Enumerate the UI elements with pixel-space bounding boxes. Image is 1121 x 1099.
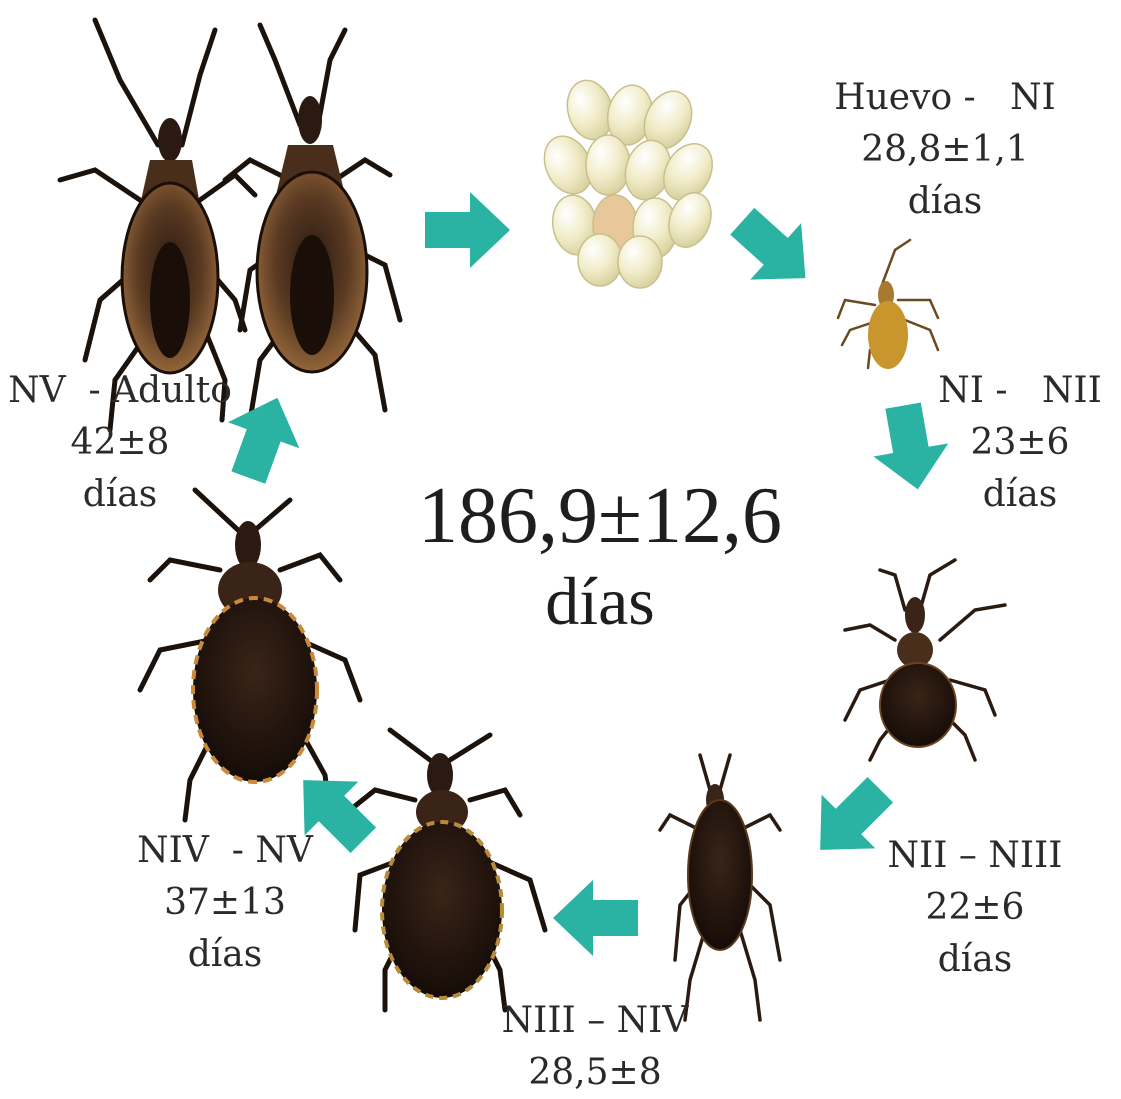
stage-transition: NI - NII xyxy=(925,365,1115,417)
stage-unit: días xyxy=(120,929,330,981)
stage-transition: NIV - NV xyxy=(120,825,330,877)
nymph-ni-image xyxy=(838,240,938,369)
stage-transition: Huevo - NI xyxy=(815,72,1075,124)
stage-label-niv-nv: NIV - NV 37±13 días xyxy=(120,825,330,982)
total-duration-value: 186,9±12,6 xyxy=(400,470,800,562)
total-duration-unit: días xyxy=(400,562,800,640)
stage-label-nii-niii: NII – NIII 22±6 días xyxy=(865,830,1085,987)
stage-duration: 37±13 xyxy=(120,877,330,929)
nymph-nii-image xyxy=(845,560,1005,760)
arrow-adult-to-egg xyxy=(425,192,510,268)
stage-duration: 28,8±1,1 xyxy=(815,124,1075,176)
total-duration: 186,9±12,6 días xyxy=(400,470,800,640)
stage-label-nv-adult: NV - Adulto 42±8 días xyxy=(0,365,240,522)
stage-duration: 42±8 xyxy=(0,417,240,469)
nymph-nv-image xyxy=(140,490,360,820)
stage-unit: días xyxy=(925,469,1115,521)
stage-duration: 22±6 xyxy=(865,882,1085,934)
stage-label-egg-ni: Huevo - NI 28,8±1,1 días xyxy=(815,72,1075,229)
stage-duration: 28,5±8 xyxy=(480,1047,710,1099)
arrow-niii-to-niv xyxy=(553,880,638,956)
stage-duration: 23±6 xyxy=(925,417,1115,469)
nymph-niii-image xyxy=(660,755,780,1020)
stage-label-ni-nii: NI - NII 23±6 días xyxy=(925,365,1115,522)
stage-transition: NIII – NIV xyxy=(480,995,710,1047)
nymph-niv-image xyxy=(350,730,545,1010)
eggs-image xyxy=(535,75,722,288)
stage-unit: días xyxy=(0,469,240,521)
stage-unit: días xyxy=(865,934,1085,986)
stage-label-niii-niv: NIII – NIV 28,5±8 xyxy=(480,995,710,1099)
stage-transition: NV - Adulto xyxy=(0,365,240,417)
stage-unit: días xyxy=(815,176,1075,228)
arrow-egg-to-ni xyxy=(717,193,831,306)
stage-transition: NII – NIII xyxy=(865,830,1085,882)
